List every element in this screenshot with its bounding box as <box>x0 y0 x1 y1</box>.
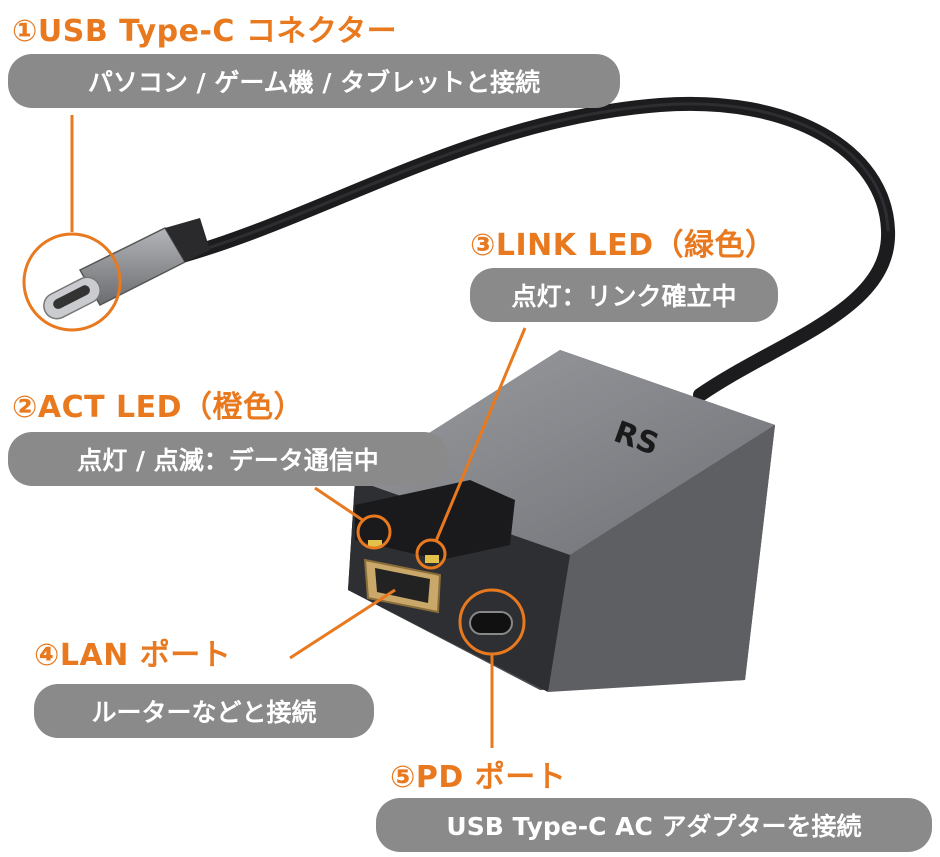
link-led <box>425 555 439 563</box>
usb-c-title: ①USB Type-C コネクター <box>12 14 398 49</box>
lan-port-leader <box>289 588 396 660</box>
adapter-body: RS <box>348 350 775 692</box>
act-led <box>368 540 382 548</box>
link-led-desc: 点灯：リンク確立中 <box>470 268 778 322</box>
pd-port-desc: USB Type-C AC アダプターを接続 <box>376 798 932 852</box>
pd-port-opening <box>469 611 513 635</box>
usb-c-plug <box>43 218 210 320</box>
pd-port-title: ⑤PD ポート <box>390 760 567 795</box>
usb-c-highlight-circle <box>22 232 122 332</box>
act-led-desc: 点灯 / 点滅：データ通信中 <box>8 432 448 486</box>
lan-port-desc: ルーターなどと接続 <box>34 684 374 738</box>
link-led-title: ③LINK LED（緑色） <box>470 228 776 263</box>
act-led-leader <box>314 486 365 523</box>
act-led-highlight-circle <box>356 514 392 550</box>
act-led-title: ②ACT LED（橙色） <box>12 390 305 425</box>
link-led-highlight-circle <box>415 538 447 570</box>
lan-port-title: ④LAN ポート <box>34 638 232 673</box>
link-led-leader <box>434 327 527 542</box>
usb-c-desc: パソコン / ゲーム機 / タブレットと接続 <box>8 54 620 108</box>
